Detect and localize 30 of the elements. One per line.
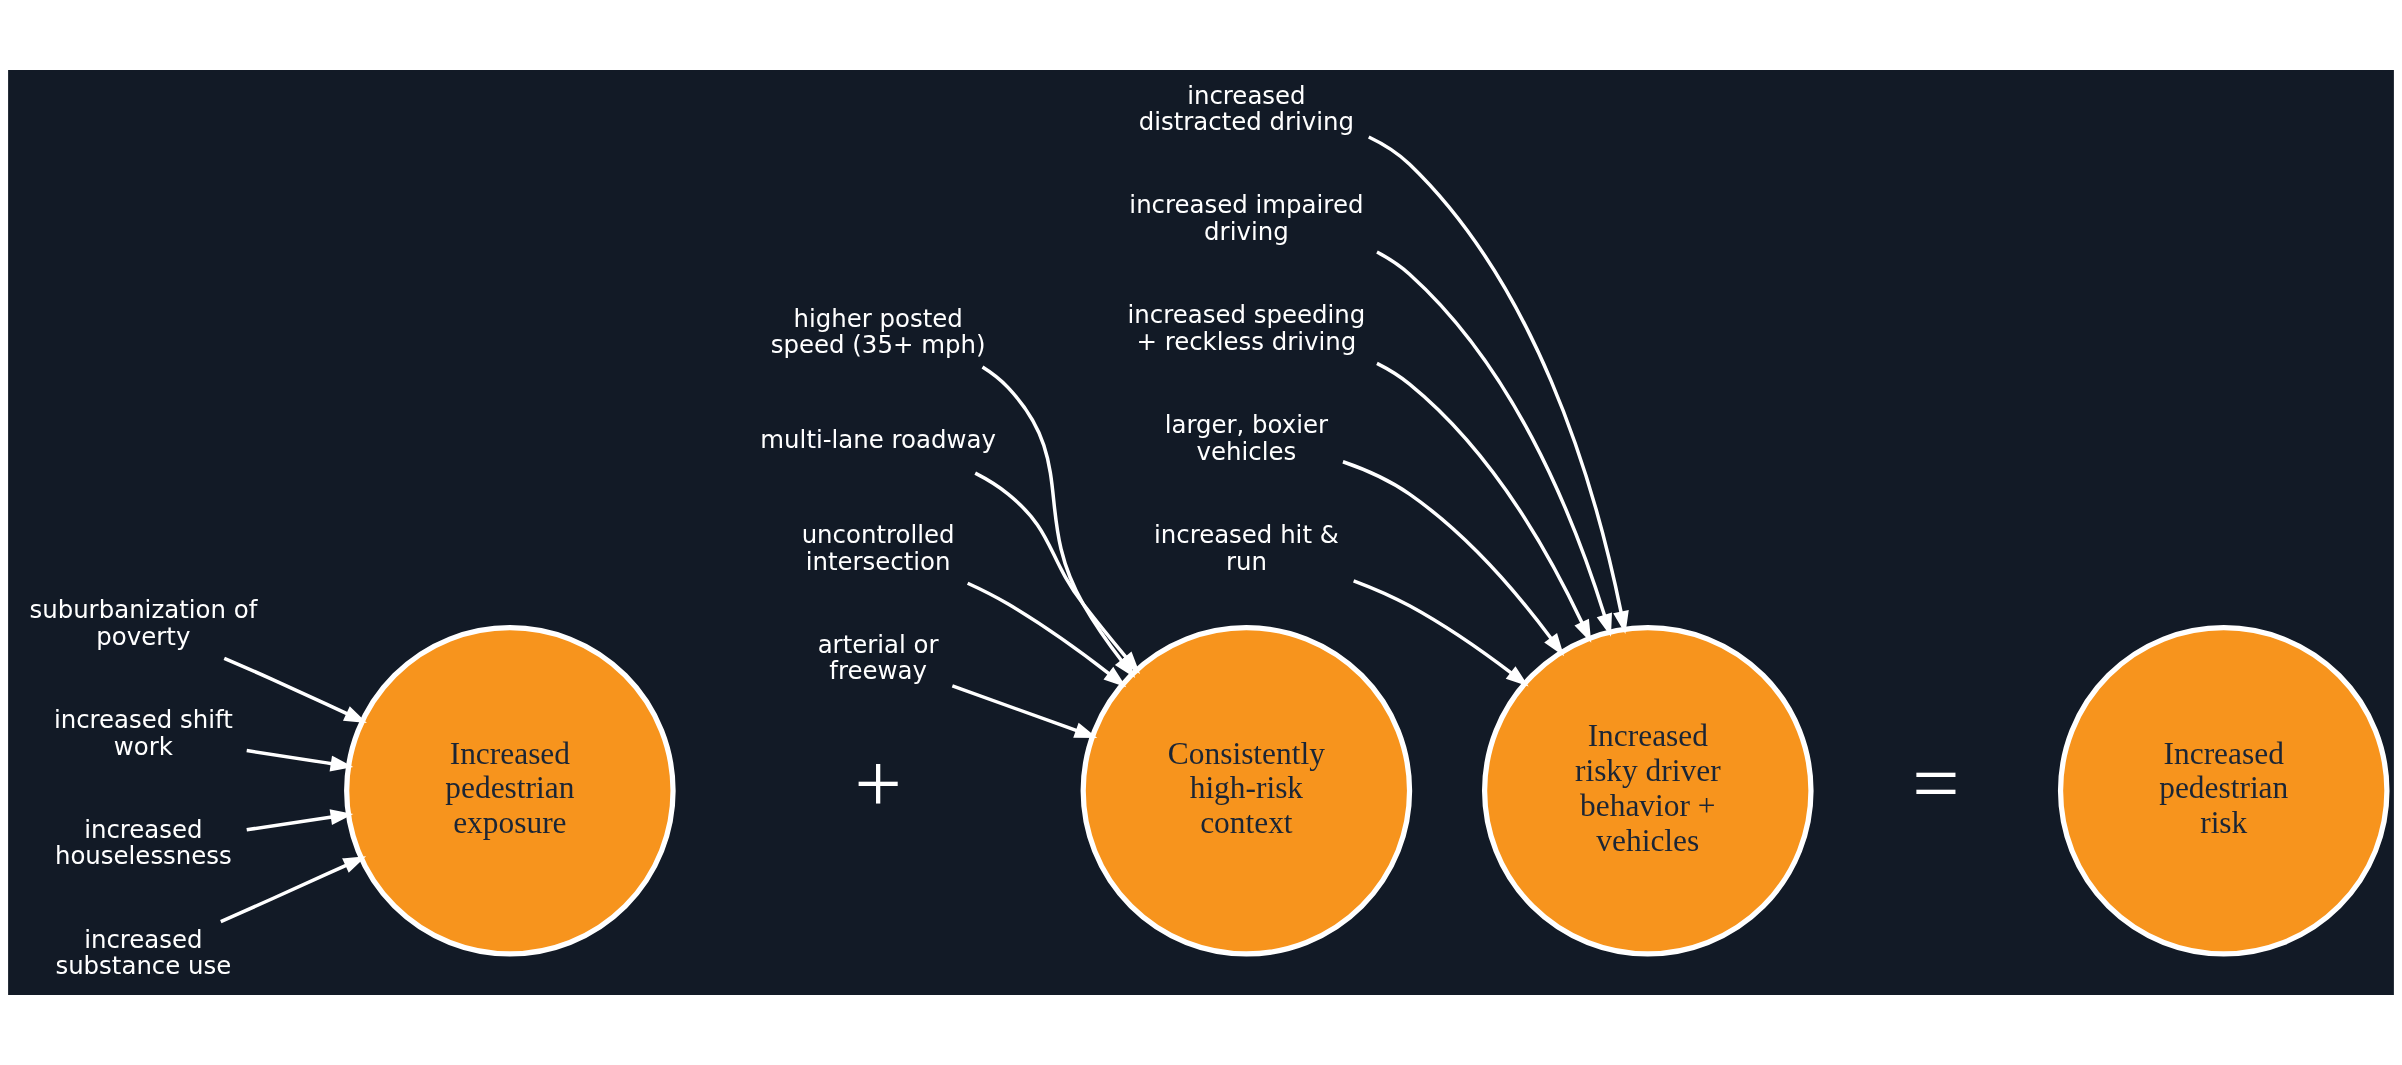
arrow: [1342, 460, 1565, 657]
node-text: higher posted speed (35+ mph): [770, 303, 986, 360]
arrow: [1376, 250, 1612, 637]
node-text: arterial or freeway: [817, 630, 939, 686]
node-text: uncontrolled intersection: [801, 520, 955, 576]
arrow: [220, 856, 367, 924]
node-circle: Consistently high-risk context: [1080, 625, 1413, 957]
node-text: increased impaired driving: [1129, 190, 1364, 246]
node-circle: Increased pedestrian risk: [2057, 625, 2390, 957]
node-text: increased distracted driving: [1138, 80, 1355, 136]
node-text: increased houselessness: [54, 815, 232, 871]
node-text: increased substance use: [55, 925, 232, 981]
arrow: [974, 471, 1141, 674]
arrow: [1368, 135, 1629, 634]
arrow: [951, 684, 1098, 738]
arrow: [223, 656, 367, 724]
node-circle: Increased risky driver behavior + vehicles: [1482, 625, 1814, 957]
arrow: [1353, 579, 1529, 687]
node-text: increased hit & run: [1153, 520, 1339, 576]
node-text: multi-lane roadway: [760, 425, 996, 455]
label: +: [854, 736, 902, 830]
node-text: increased speeding + reckless driving: [1127, 300, 1366, 356]
arrow: [1376, 361, 1592, 643]
node-text: larger, boxier vehicles: [1164, 410, 1329, 466]
arrow: [246, 809, 354, 832]
node-text: suburbanization of poverty: [29, 595, 258, 651]
arrow: [966, 581, 1127, 688]
arrow: [246, 748, 354, 772]
node-text: increased shift work: [53, 705, 233, 761]
label: =: [1912, 736, 1960, 830]
